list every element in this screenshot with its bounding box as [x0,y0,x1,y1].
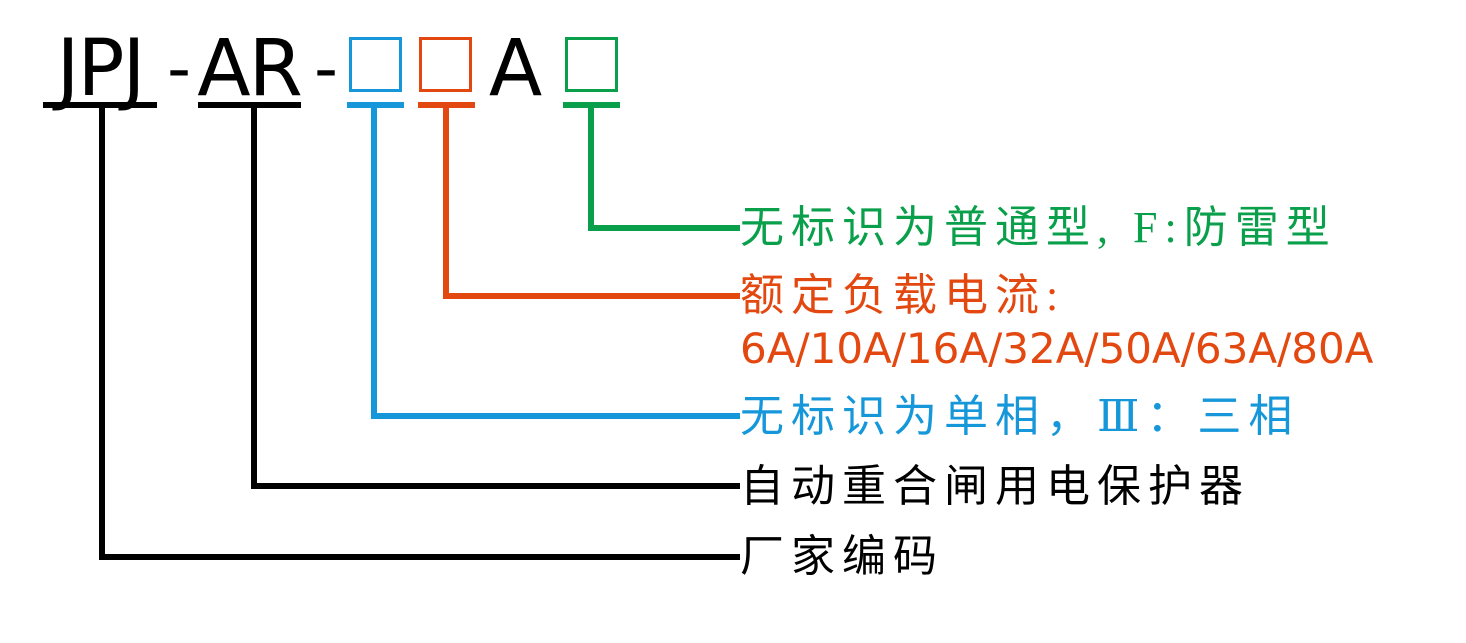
label-rated-current: 额定负载电流: 6A/10A/16A/32A/50A/63A/80A [740,271,1373,371]
type-underline-bar [563,102,620,108]
current-connector-horizontal [443,293,740,299]
phase-underline-bar [347,102,404,108]
label-manufacturer-code: 厂家编码 [740,532,944,581]
prefix-underline-bar [43,102,157,108]
device-connector-vertical [251,108,257,489]
phase-connector-horizontal [371,413,740,419]
model-dash-2: - [314,30,338,107]
type-connector-horizontal [588,225,740,231]
ampere-letter: A [488,24,542,114]
label-rated-current-title: 额定负载电流: [740,271,1066,320]
label-device-type: 自动重合闸用电保护器 [740,462,1250,511]
current-placeholder-box [419,37,472,92]
label-rated-current-values: 6A/10A/16A/32A/50A/63A/80A [740,324,1374,373]
label-type-variant: 无标识为普通型, F:防雷型 [740,203,1337,252]
model-series-text: AR [197,24,303,114]
type-connector-vertical [588,108,594,231]
device-connector-horizontal [251,483,740,489]
model-dash-1: - [167,30,191,107]
series-underline-bar [198,102,301,108]
phase-connector-vertical [371,108,377,419]
current-underline-bar [418,102,475,108]
model-prefix-text: JPJ [56,24,145,114]
type-placeholder-box [565,37,618,92]
phase-placeholder-box [349,37,402,92]
manufacturer-connector-vertical [99,108,105,560]
current-connector-vertical [443,108,449,299]
label-phase: 无标识为单相，Ⅲ：三相 [740,392,1300,441]
manufacturer-connector-horizontal [99,554,740,560]
